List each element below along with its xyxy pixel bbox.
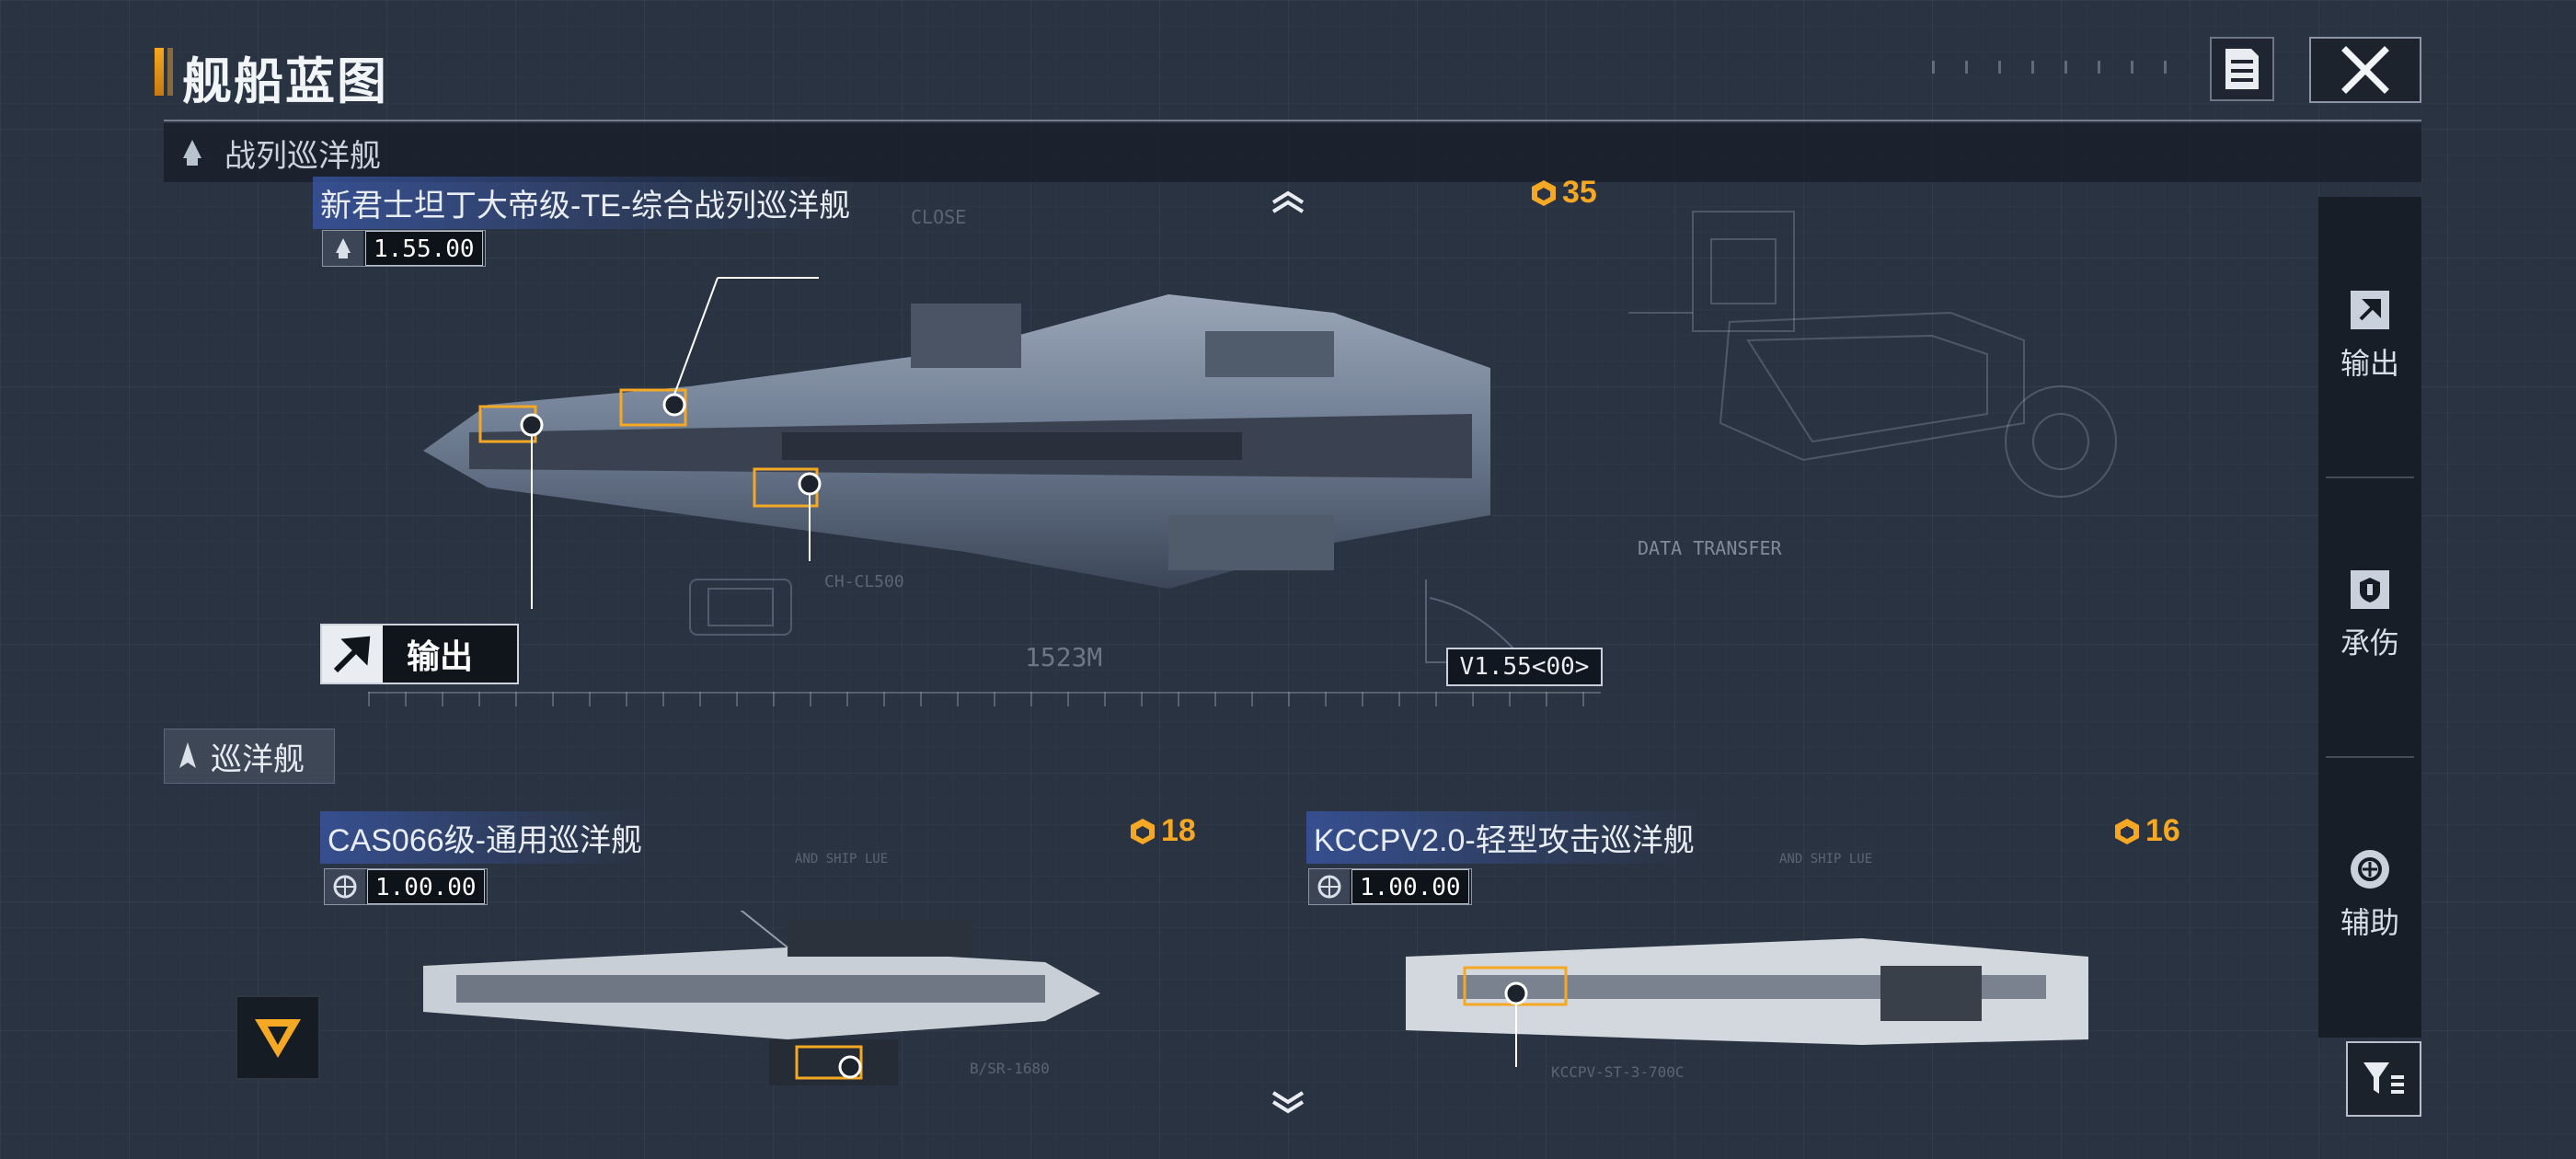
deco-code-cruiser-2: KCCPV-ST-3-700C [1551,1063,1685,1081]
filter-label: 辅助 [2340,906,2399,939]
arrow-out-icon [2351,291,2389,329]
role-filter-panel: 输出 承伤 辅助 [2318,197,2421,1038]
deco-code-cruiser-1: B/SR-1680 [970,1060,1050,1077]
ship-class-icon [177,137,208,168]
version-value: 1.00.00 [367,869,485,904]
shield-icon [2351,570,2389,609]
cost-value: 35 [1562,175,1597,210]
close-icon [2341,46,2389,94]
category-bar-cruiser[interactable]: 巡洋舰 [164,729,335,784]
ship-class-icon [323,231,363,266]
document-icon [2225,49,2259,89]
cost-icon [1532,179,1556,206]
support-icon [2351,850,2389,889]
document-button[interactable] [2210,37,2274,101]
filter-label: 承伤 [2340,626,2399,660]
cruiser-2-name[interactable]: KCCPV2.0-轻型攻击巡洋舰 [1306,811,1702,864]
deco-sub-cruiser-2: AND SHIP LUE [1779,852,1873,866]
filter-tank[interactable]: 承伤 [2318,476,2421,756]
version-value: 1.00.00 [1351,869,1469,904]
featured-ship-name[interactable]: 新君士坦丁大帝级-TE-综合战列巡洋舰 [313,177,858,229]
title-accent-bar-secondary [167,48,173,96]
sort-filter-button[interactable] [2346,1041,2421,1117]
category-label-cruiser: 巡洋舰 [211,741,305,777]
filter-separator [2326,476,2414,478]
arrow-out-icon [322,625,383,683]
featured-version-label: V1.55<00> [1446,648,1603,686]
deco-data-transfer: DATA TRANSFER [1638,537,1782,559]
deco-code: CH-CL500 [824,572,904,591]
cruiser-2-image[interactable] [1402,929,2088,1067]
cruiser-2-version-badge: 1.00.00 [1308,868,1472,905]
globe-icon [1309,869,1350,904]
filter-label: 输出 [2340,347,2399,380]
cost-icon [2115,818,2139,844]
deco-close-label: CLOSE [911,206,967,228]
filter-separator [2326,756,2414,758]
category-label-battlecruiser: 战列巡洋舰 [224,138,381,174]
cruiser-1-name[interactable]: CAS066级-通用巡洋舰 [320,811,650,864]
deco-sub-cruiser-1: AND SHIP LUE [795,852,889,866]
header-tick-decoration [1932,61,2171,74]
featured-ship-cost: 35 [1529,175,1597,211]
category-bar-battlecruiser: 战列巡洋舰 [164,123,2421,182]
title-accent-bar [155,48,164,96]
cruiser-1-version-badge: 1.00.00 [324,868,488,905]
filter-support[interactable]: 辅助 [2318,756,2421,1036]
role-label: 输出 [407,637,474,675]
schematic-decoration [1628,211,2117,498]
page-title: 舰船蓝图 [182,54,388,109]
cost-value: 16 [2145,813,2180,848]
header-divider [164,120,2421,121]
ship-class-icon [172,740,203,772]
cruiser-1-image[interactable] [420,911,1100,1113]
cruiser-2-cost: 16 [2112,813,2180,849]
triangle-icon [255,1019,301,1058]
filter-icon [2363,1062,2404,1094]
featured-ship-version-badge: 1.55.00 [322,230,486,267]
cruiser-1-cost: 18 [1128,813,1196,849]
close-button[interactable] [2309,37,2421,103]
fleet-toggle-button[interactable] [236,995,320,1080]
cost-value: 18 [1161,813,1196,848]
battlecruiser-image[interactable] [414,276,1500,625]
length-ruler [368,692,1601,706]
version-value: 1.55.00 [365,231,483,266]
cost-icon [1131,818,1155,844]
filter-output[interactable]: 输出 [2318,197,2421,476]
featured-role-badge: 输出 [320,624,519,684]
globe-icon [325,869,365,904]
scroll-up-icon[interactable] [1270,189,1306,213]
length-label: 1523M [1025,642,1103,672]
scroll-down-icon[interactable] [1270,1091,1306,1115]
mech-decoration [689,579,792,636]
